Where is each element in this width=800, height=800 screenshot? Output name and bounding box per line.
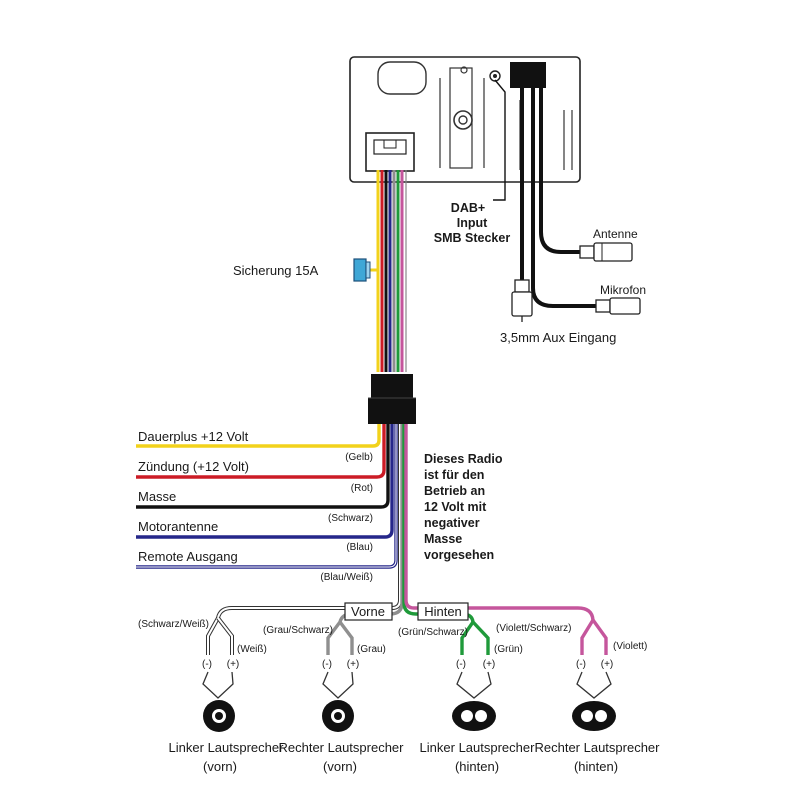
svg-text:(-): (-) <box>202 659 212 670</box>
wire-label-masse: Masse <box>138 489 176 504</box>
microphone-label: Mikrofon <box>600 283 646 297</box>
svg-text:(+): (+) <box>347 659 360 670</box>
aux-plug <box>511 279 533 322</box>
wire-color-grau: (Grau) <box>357 644 386 655</box>
wire-label-motorantenne: Motorantenne <box>138 519 218 534</box>
wire-color-schwarz: (Schwarz) <box>328 513 373 524</box>
antenna-plug <box>579 242 633 262</box>
speaker-wire-labels: (Schwarz/Weiß) (Weiß) (Grau/Schwarz) (Gr… <box>138 619 647 655</box>
rear-label-box: Hinten <box>417 602 469 621</box>
wire-label-zuendung: Zündung (+12 Volt) <box>138 459 249 474</box>
svg-text:(-): (-) <box>576 659 586 670</box>
fuse-label: Sicherung 15A <box>233 263 319 278</box>
dab-line-2: Input <box>457 216 488 230</box>
wire-color-violett-schwarz: (Violett/Schwarz) <box>496 623 571 634</box>
harness-connector <box>368 374 416 424</box>
svg-text:(-): (-) <box>456 659 466 670</box>
svg-text:(+): (+) <box>227 659 240 670</box>
wire-color-rot: (Rot) <box>351 483 373 494</box>
wire-red <box>136 424 386 479</box>
speaker-front-right <box>322 620 354 732</box>
svg-text:12 Volt mit: 12 Volt mit <box>424 500 487 514</box>
speaker-pos-rear-right: (hinten) <box>574 759 618 774</box>
speaker-name-rear-right: Rechter Lautsprecher <box>534 740 660 755</box>
wire-label-dauerplus: Dauerplus +12 Volt <box>138 429 249 444</box>
aux-label: 3,5mm Aux Eingang <box>500 330 616 345</box>
front-label-box: Vorne <box>344 602 393 621</box>
speaker-name-front-left: Linker Lautsprecher <box>169 740 285 755</box>
front-label: Vorne <box>351 604 385 619</box>
voltage-note: Dieses Radio ist für den Betrieb an 12 V… <box>424 452 503 562</box>
dab-line-3: SMB Stecker <box>434 231 511 245</box>
svg-text:Masse: Masse <box>424 532 462 546</box>
speaker-wires-rear <box>402 424 595 623</box>
harness-trunk <box>376 170 407 372</box>
svg-text:ist für den: ist für den <box>424 468 484 482</box>
speaker-pos-front-left: (vorn) <box>203 759 237 774</box>
mic-cable <box>531 88 598 308</box>
wire-color-violett: (Violett) <box>613 641 647 652</box>
wire-color-weiss: (Weiß) <box>237 644 267 655</box>
wire-color-grau-schwarz: (Grau/Schwarz) <box>263 625 333 636</box>
wire-color-gelb: (Gelb) <box>345 452 373 463</box>
speaker-wires-front <box>216 424 404 623</box>
speaker-front-left <box>202 616 235 732</box>
speaker-name-rear-left: Linker Lautsprecher <box>420 740 536 755</box>
svg-text:(+): (+) <box>483 659 496 670</box>
speaker-rear-left <box>452 620 496 731</box>
svg-text:negativer: negativer <box>424 516 480 530</box>
dab-label: DAB+ Input SMB Stecker <box>434 201 511 245</box>
speaker-names: Linker Lautsprecher (vorn) Rechter Lauts… <box>169 740 661 774</box>
speaker-rear-right <box>572 619 616 731</box>
antenna-label: Antenne <box>593 227 638 241</box>
svg-text:Betrieb an: Betrieb an <box>424 484 485 498</box>
wire-color-gruen-schwarz: (Grün/Schwarz) <box>398 627 468 638</box>
svg-text:(+): (+) <box>601 659 614 670</box>
svg-text:Dieses Radio: Dieses Radio <box>424 452 503 466</box>
radio-unit <box>349 56 581 183</box>
svg-text:vorgesehen: vorgesehen <box>424 548 494 562</box>
wire-yellow <box>136 424 381 448</box>
polarity-markers: (-) (+) (-) (+) (-) (+) (-) (+) <box>202 659 613 670</box>
speaker-pos-front-right: (vorn) <box>323 759 357 774</box>
dab-cable <box>493 79 506 201</box>
antenna-cable <box>539 88 588 254</box>
wire-color-blau: (Blau) <box>346 542 373 553</box>
wire-black <box>136 424 390 509</box>
wire-color-blau-weiss: (Blau/Weiß) <box>320 572 373 583</box>
wire-blue-white <box>136 424 398 569</box>
mic-plug <box>595 297 641 315</box>
rear-label: Hinten <box>424 604 462 619</box>
wire-blue <box>136 424 394 539</box>
dab-line-1: DAB+ <box>451 201 485 215</box>
wire-label-remote: Remote Ausgang <box>138 549 238 564</box>
speaker-name-front-right: Rechter Lautsprecher <box>278 740 404 755</box>
wire-labels: Dauerplus +12 Volt (Gelb) Zündung (+12 V… <box>138 429 373 583</box>
wire-color-gruen: (Grün) <box>494 644 523 655</box>
wire-color-schwarz-weiss: (Schwarz/Weiß) <box>138 619 209 630</box>
svg-text:(-): (-) <box>322 659 332 670</box>
fuse-icon <box>353 258 378 282</box>
speaker-pos-rear-left: (hinten) <box>455 759 499 774</box>
